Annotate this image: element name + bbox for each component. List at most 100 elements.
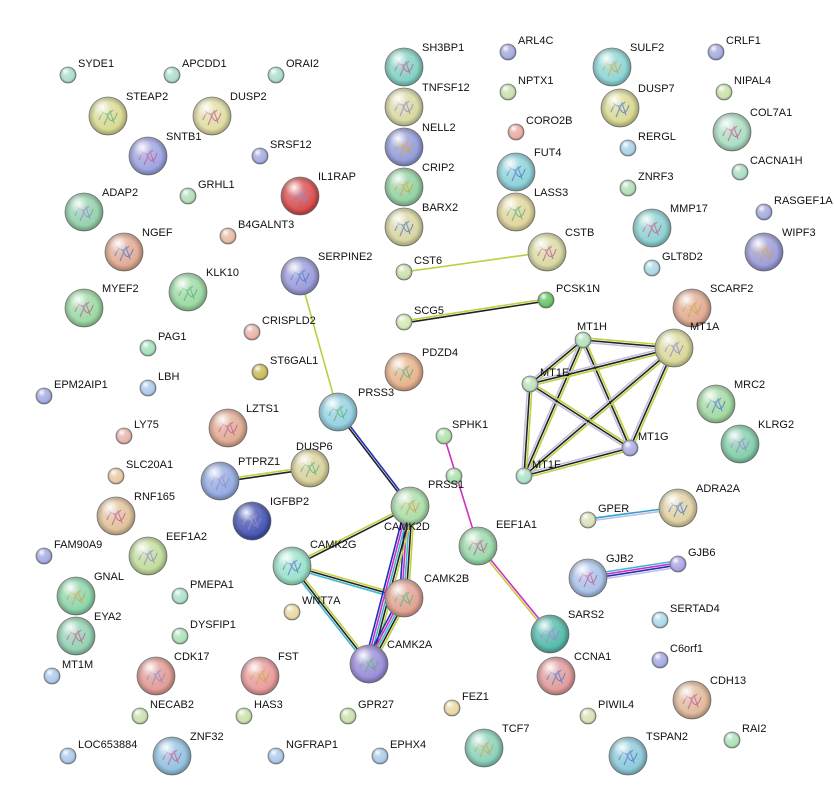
node-ly75[interactable]: LY75 — [115, 419, 159, 445]
node-camk2b[interactable]: CAMK2B — [384, 573, 469, 618]
node-pag1[interactable]: PAG1 — [139, 331, 187, 357]
node-ngef[interactable]: NGEF — [104, 227, 173, 272]
node-fam90a9[interactable]: FAM90A9 — [35, 539, 102, 565]
node-lass3[interactable]: LASS3 — [496, 187, 568, 232]
node-gper[interactable]: GPER — [579, 503, 629, 529]
node-dysfip1[interactable]: DYSFIP1 — [171, 619, 236, 645]
node-serpine2[interactable]: SERPINE2 — [280, 251, 372, 296]
node-camk2d[interactable]: CAMK2D — [384, 486, 430, 533]
node-sertad4[interactable]: SERTAD4 — [651, 603, 720, 629]
node-scg5[interactable]: SCG5 — [395, 305, 444, 331]
node-apcdd1[interactable]: APCDD1 — [163, 58, 227, 84]
node-igfbp2[interactable]: IGFBP2 — [232, 496, 309, 541]
node-crlf1[interactable]: CRLF1 — [707, 35, 761, 61]
node-sars2[interactable]: SARS2 — [530, 609, 604, 654]
node-barx2[interactable]: BARX2 — [384, 202, 458, 247]
node-eya2[interactable]: EYA2 — [56, 611, 121, 656]
node-wipf3[interactable]: WIPF3 — [744, 227, 816, 272]
node-klk10[interactable]: KLK10 — [168, 267, 239, 312]
node-steap2[interactable]: STEAP2 — [88, 91, 168, 136]
node-gjb6[interactable]: GJB6 — [669, 547, 716, 573]
node-loc653884[interactable]: LOC653884 — [59, 739, 137, 765]
node-rnf165[interactable]: RNF165 — [96, 491, 175, 536]
node-c6orf1[interactable]: C6orf1 — [651, 643, 703, 669]
node-fst[interactable]: FST — [240, 651, 299, 696]
node-rai2[interactable]: RAI2 — [723, 723, 766, 749]
node-dusp6[interactable]: DUSP6 — [290, 441, 333, 488]
node-tspan2[interactable]: TSPAN2 — [608, 731, 688, 776]
node-ccna1[interactable]: CCNA1 — [536, 651, 611, 696]
node-eef1a2[interactable]: EEF1A2 — [128, 531, 207, 576]
node-fut4[interactable]: FUT4 — [496, 147, 562, 192]
node-mt1f[interactable]: MT1F — [515, 459, 561, 485]
node-prss1[interactable]: PRSS1 — [428, 467, 464, 491]
node-epm2aip1[interactable]: EPM2AIP1 — [35, 379, 108, 405]
node-cdk17[interactable]: CDK17 — [136, 651, 209, 696]
node-lzts1[interactable]: LZTS1 — [208, 403, 279, 448]
node-znrf3[interactable]: ZNRF3 — [619, 171, 673, 197]
node-piwil4[interactable]: PIWIL4 — [579, 699, 634, 725]
node-camk2g[interactable]: CAMK2G — [272, 539, 356, 586]
node-mmp17[interactable]: MMP17 — [632, 203, 708, 248]
node-mt1h[interactable]: MT1H — [574, 321, 607, 349]
node-dusp2[interactable]: DUSP2 — [192, 91, 267, 136]
node-klrg2[interactable]: KLRG2 — [720, 419, 794, 464]
node-scarf2[interactable]: SCARF2 — [672, 283, 753, 328]
node-gpr27[interactable]: GPR27 — [339, 699, 394, 725]
node-cstb[interactable]: CSTB — [527, 227, 594, 272]
node-slc20a1[interactable]: SLC20A1 — [107, 459, 173, 485]
node-arl4c[interactable]: ARL4C — [499, 35, 554, 61]
node-prss3[interactable]: PRSS3 — [318, 387, 394, 432]
node-tnfsf12[interactable]: TNFSF12 — [384, 82, 470, 127]
node-tcf7[interactable]: TCF7 — [464, 723, 530, 768]
node-camk2a[interactable]: CAMK2A — [349, 639, 433, 684]
node-necab2[interactable]: NECAB2 — [131, 699, 194, 725]
node-dusp7[interactable]: DUSP7 — [600, 83, 675, 128]
node-b4galnt3[interactable]: B4GALNT3 — [219, 219, 294, 245]
node-glt8d2[interactable]: GLT8D2 — [643, 251, 703, 277]
node-nell2[interactable]: NELL2 — [384, 122, 456, 167]
node-coro2b[interactable]: CORO2B — [507, 115, 572, 141]
node-st6gal1[interactable]: ST6GAL1 — [251, 355, 318, 381]
node-sulf2[interactable]: SULF2 — [592, 42, 664, 87]
node-il1rap[interactable]: IL1RAP — [280, 171, 356, 216]
node-pdzd4[interactable]: PDZD4 — [384, 347, 458, 392]
node-wnt7a[interactable]: WNT7A — [283, 595, 341, 621]
node-adra2a[interactable]: ADRA2A — [658, 483, 741, 528]
node-grhl1[interactable]: GRHL1 — [179, 179, 235, 205]
node-rasgef1a[interactable]: RASGEF1A — [755, 195, 833, 221]
node-adap2[interactable]: ADAP2 — [64, 187, 138, 232]
node-gjb2[interactable]: GJB2 — [568, 553, 634, 598]
node-mt1m[interactable]: MT1M — [43, 659, 93, 685]
node-cdh13[interactable]: CDH13 — [672, 675, 746, 720]
node-orai2[interactable]: ORAI2 — [267, 58, 319, 84]
node-rergl[interactable]: RERGL — [619, 131, 676, 157]
node-fez1[interactable]: FEZ1 — [443, 691, 489, 717]
node-ngfrap1[interactable]: NGFRAP1 — [267, 739, 338, 765]
node-gnal[interactable]: GNAL — [56, 571, 124, 616]
node-znf32[interactable]: ZNF32 — [152, 731, 224, 776]
node-mt1a[interactable]: MT1A — [654, 321, 720, 368]
node-lbh[interactable]: LBH — [139, 371, 179, 397]
node-ephx4[interactable]: EPHX4 — [371, 739, 426, 765]
node-myef2[interactable]: MYEF2 — [64, 283, 139, 328]
node-sh3bp1[interactable]: SH3BP1 — [384, 42, 464, 87]
node-nptx1[interactable]: NPTX1 — [499, 75, 553, 101]
node-eef1a1[interactable]: EEF1A1 — [458, 519, 537, 566]
node-cst6[interactable]: CST6 — [395, 255, 442, 281]
node-mt1g[interactable]: MT1G — [621, 431, 669, 457]
node-sphk1[interactable]: SPHK1 — [435, 419, 488, 445]
node-crispld2[interactable]: CRISPLD2 — [243, 315, 316, 341]
node-pmepa1[interactable]: PMEPA1 — [171, 579, 234, 605]
node-sntb1[interactable]: SNTB1 — [128, 131, 201, 176]
node-ptprz1[interactable]: PTPRZ1 — [200, 456, 280, 501]
node-mrc2[interactable]: MRC2 — [696, 379, 765, 424]
node-srsf12[interactable]: SRSF12 — [251, 139, 312, 165]
node-col7a1[interactable]: COL7A1 — [712, 107, 792, 152]
node-has3[interactable]: HAS3 — [235, 699, 283, 725]
node-syde1[interactable]: SYDE1 — [59, 58, 114, 84]
node-crip2[interactable]: CRIP2 — [384, 162, 454, 207]
node-pcsk1n[interactable]: PCSK1N — [537, 283, 600, 309]
node-cacna1h[interactable]: CACNA1H — [731, 155, 803, 181]
node-nipal4[interactable]: NIPAL4 — [715, 75, 771, 101]
